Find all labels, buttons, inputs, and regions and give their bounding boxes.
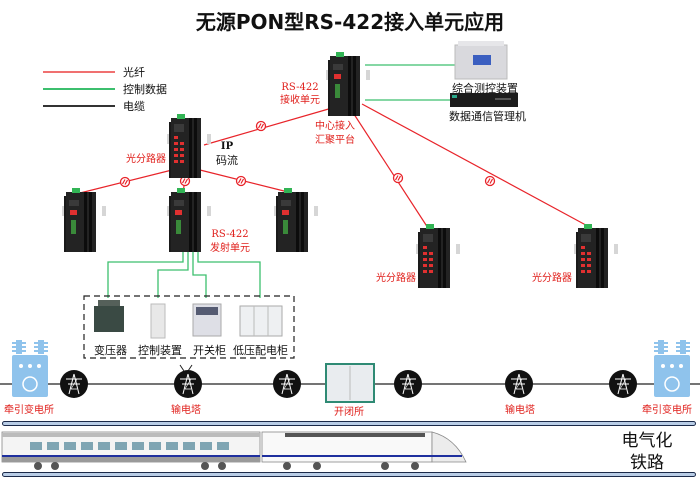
transmitter-label-line1: RS-422 (211, 229, 249, 240)
ip-stream-line2: 码流 (216, 154, 238, 167)
splitter-right1-label: 光分路器 (376, 273, 416, 284)
legend-fiber-label: 光纤 (123, 66, 145, 79)
fiber-connector-icon (235, 175, 247, 187)
fiber-connector-icon (484, 175, 496, 187)
transmission-tower-icon[interactable] (59, 369, 89, 399)
control-to-transformer (107, 248, 184, 298)
data-comm-manager-device[interactable] (450, 93, 518, 107)
platform-label-line1: 中心接入 (315, 121, 355, 132)
transmitter-label-line2: 发射单元 (210, 243, 250, 254)
rs422-unit-left[interactable] (62, 188, 106, 252)
fiber-central-to-splitter-right2 (361, 103, 596, 231)
legend-control-label: 控制数据 (123, 83, 167, 96)
receiver-label-line1: RS-422 (281, 82, 319, 93)
tower-left-label: 输电塔 (171, 405, 201, 416)
diagram-title: 无源PON型RS-422接入单元应用 (195, 10, 505, 34)
platform-label-line2: 汇聚平台 (315, 135, 355, 146)
field-equipment-group (83, 295, 295, 359)
equipment-switchgear-label: 开关柜 (193, 344, 226, 357)
railway-label-line2: 铁路 (630, 453, 664, 473)
railway-label-line1: 电气化 (621, 431, 673, 451)
railway-label: 电气化 铁路 (612, 430, 682, 474)
tower-right-label: 输电塔 (505, 405, 535, 416)
fiber-central-to-splitter-right1 (349, 107, 429, 229)
rail-top (2, 421, 696, 426)
transmission-tower-icon[interactable] (393, 369, 423, 399)
comm-manager-label: 数据通信管理机 (449, 110, 526, 123)
legend-cable-line (43, 105, 115, 107)
substation-left-label: 牵引变电所 (4, 405, 54, 416)
platform-label: 中心接入 汇聚平台 (305, 120, 365, 148)
transmitter-label: RS-422 发射单元 (200, 228, 260, 256)
traction-substation-right[interactable] (654, 340, 690, 397)
switchgear-icon[interactable] (192, 303, 222, 337)
control-to-switchgear (192, 248, 207, 298)
equipment-lv-cabinet-label: 低压配电柜 (233, 344, 288, 357)
ip-stream-label: IP 码流 (212, 140, 242, 168)
monitor-device-label: 综合测控装置 (452, 82, 518, 95)
equipment-transformer-label: 变压器 (94, 344, 127, 357)
fiber-connector-icon (255, 120, 267, 132)
transmission-tower-icon[interactable] (608, 369, 638, 399)
optical-splitter-right2[interactable] (574, 224, 618, 288)
fiber-connector-icon (119, 176, 131, 188)
train (1, 431, 467, 470)
switching-station-icon[interactable] (325, 363, 375, 403)
fiber-connector-icon (392, 172, 404, 184)
transmission-tower-icon[interactable] (173, 369, 203, 399)
rs422-unit-right[interactable] (274, 188, 318, 252)
transformer-icon[interactable] (94, 300, 124, 332)
receiver-label-line2: 接收单元 (280, 95, 320, 106)
control-links (107, 64, 455, 298)
legend-fiber-line (43, 71, 115, 73)
control-device-icon[interactable] (150, 303, 166, 339)
ip-stream-line1: IP (220, 141, 234, 152)
legend-cable-label: 电缆 (123, 100, 145, 113)
splitter-right2-label: 光分路器 (532, 273, 572, 284)
lv-cabinet-icon[interactable] (239, 305, 283, 337)
transmission-tower-icon[interactable] (504, 369, 534, 399)
traction-substation-left[interactable] (12, 340, 48, 397)
control-to-control-device (157, 248, 189, 298)
optical-splitter-main[interactable] (167, 114, 211, 178)
rail-bottom (2, 472, 696, 477)
fiber-central-to-splitter (203, 107, 333, 146)
substation-right-label: 牵引变电所 (642, 405, 692, 416)
transmission-tower-icon[interactable] (272, 369, 302, 399)
integrated-monitor-device[interactable] (454, 41, 508, 80)
switching-station-label: 开闭所 (334, 407, 364, 418)
legend-control-line (43, 88, 115, 90)
optical-splitter-right1[interactable] (416, 224, 460, 288)
rs422-receiver-device[interactable] (326, 52, 370, 116)
receiver-label: RS-422 接收单元 (270, 81, 330, 107)
control-to-lv-cabinet (197, 248, 261, 298)
equipment-control-device-label: 控制装置 (138, 344, 182, 357)
splitter-main-label: 光分路器 (126, 154, 166, 165)
